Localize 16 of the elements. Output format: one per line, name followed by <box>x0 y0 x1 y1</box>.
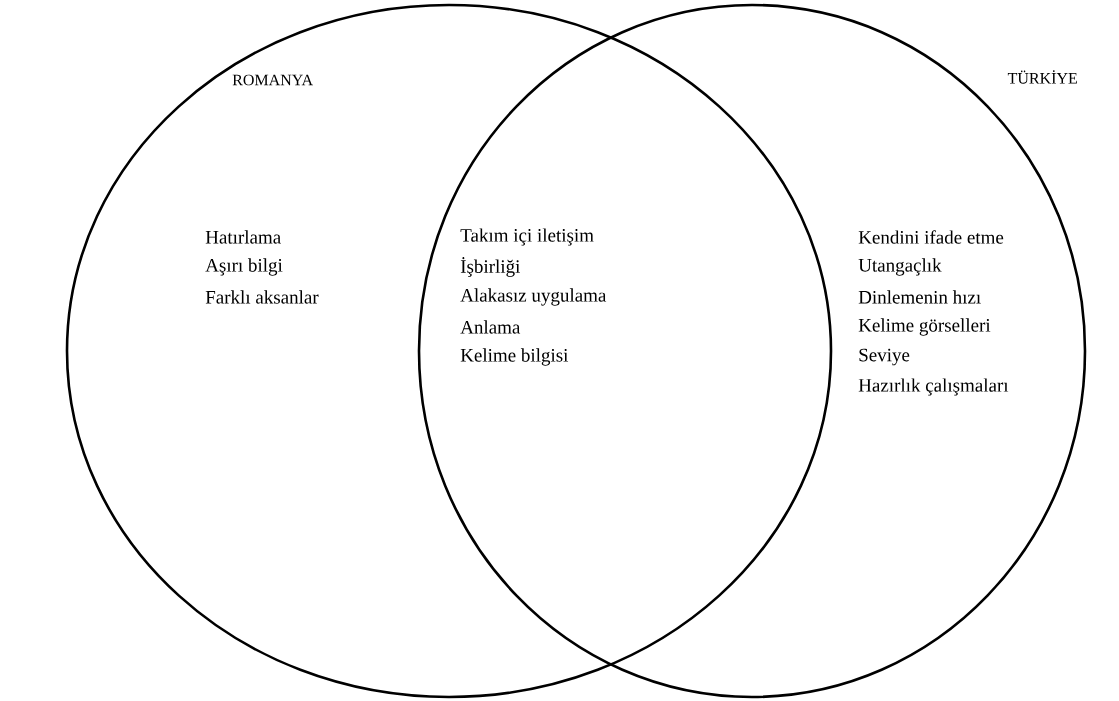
list-item: Farklı aksanlar <box>205 290 319 304</box>
list-item: Takım içi iletişim <box>460 228 594 246</box>
list-item: Alakasız uygulama <box>460 288 607 306</box>
circle-heading: TÜRKİYE <box>1007 70 1077 84</box>
list-item: Anlama <box>460 320 521 334</box>
list-item: Kelime görselleri <box>858 318 991 336</box>
list-item: Kendini ifade etme <box>858 230 1004 244</box>
list-item: Kelime bilgisi <box>460 348 569 366</box>
circle-heading: ROMANYA <box>232 74 313 86</box>
list-item: Dinlemenin hızı <box>858 290 981 304</box>
list-item: Seviye <box>859 348 910 366</box>
list-item: Hatırlama <box>205 230 281 244</box>
list-item: Utangaçlık <box>858 258 942 276</box>
list-item: İşbirliği <box>460 257 520 277</box>
list-item: Aşırı bilgi <box>205 258 283 276</box>
list-item: Hazırlık çalışmaları <box>858 378 1009 396</box>
